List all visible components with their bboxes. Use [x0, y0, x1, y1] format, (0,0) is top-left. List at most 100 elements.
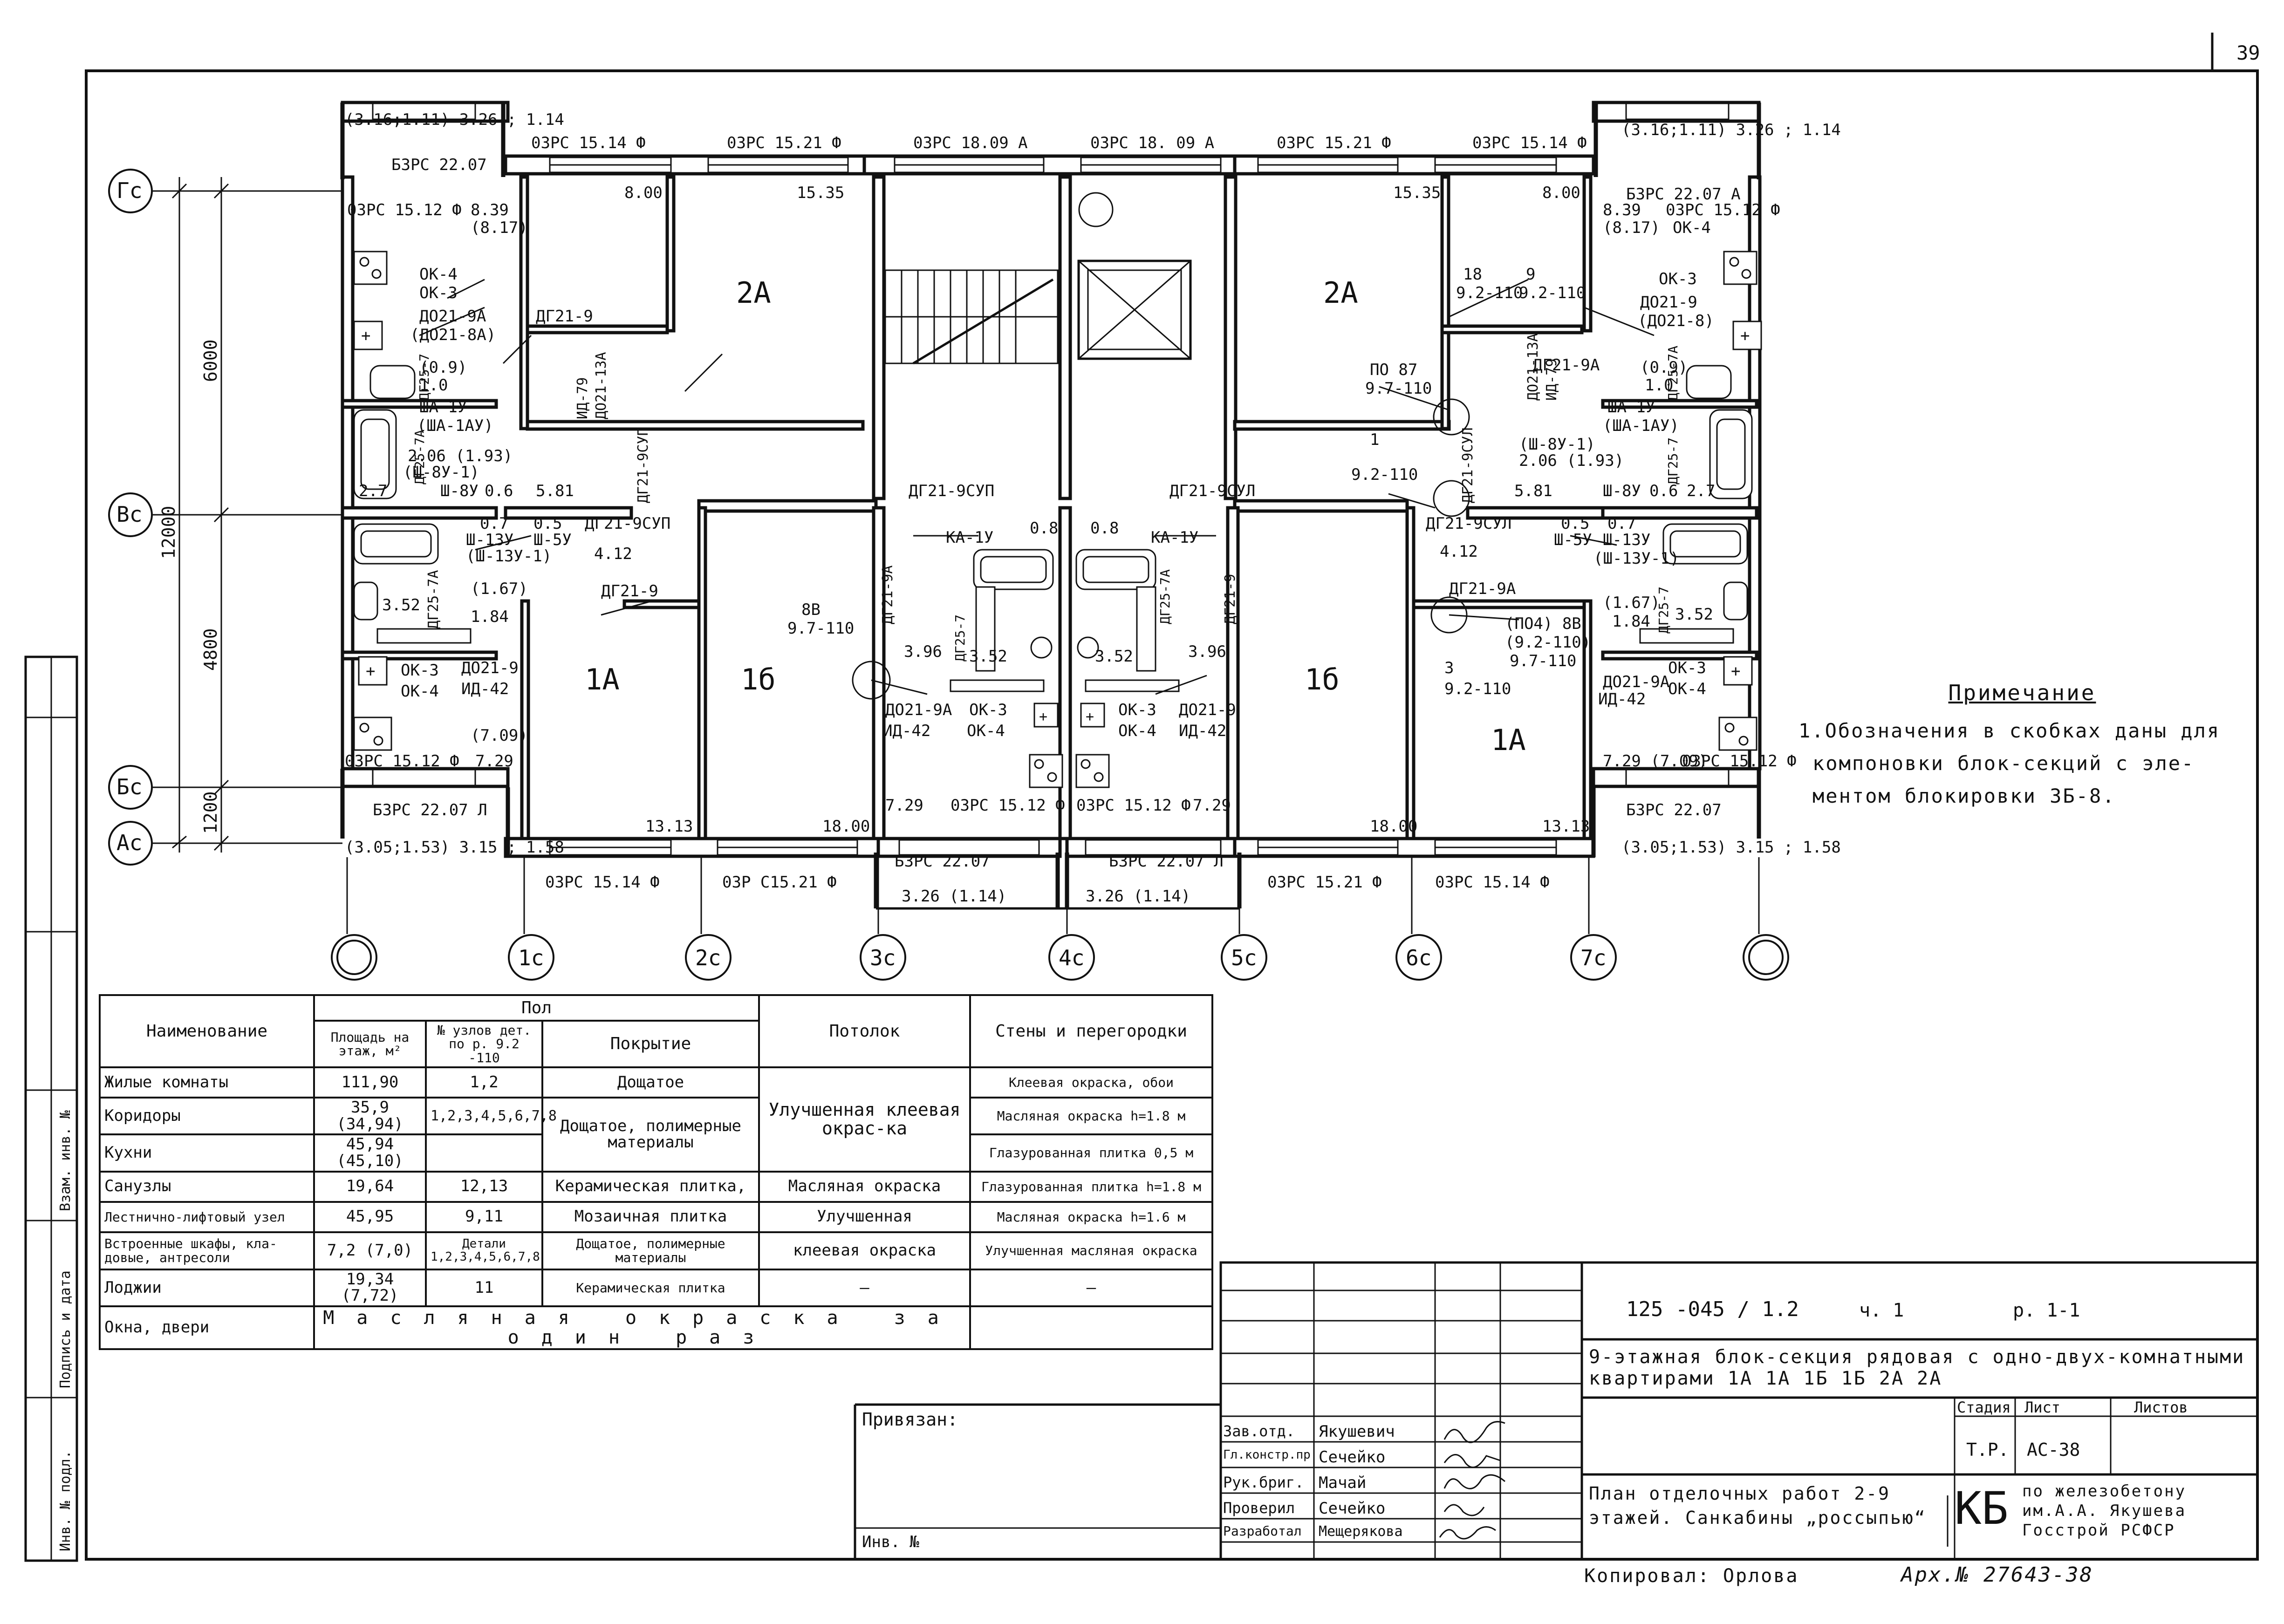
plan-annotation-label: 03РС 15.12 Ф [951, 796, 1065, 815]
axis-label: 7с [1580, 945, 1606, 970]
plan-annotation-label: (Ш-8У-1) [403, 463, 479, 482]
plan-annotation-label: 1.84 [471, 607, 509, 626]
note-line: ментом блокировки 3Б-8. [1812, 785, 2116, 807]
role-label: Гл.констр.пр [1223, 1448, 1311, 1462]
plan-annotation-label: ДО21-9 [461, 659, 519, 677]
plan-annotation-label: Б3РС 22.07 А [1626, 185, 1741, 204]
plan-annotation-label: ОК-4 [401, 682, 439, 701]
room-labels: 2А 2А 1А 1б 1б 1А [585, 276, 1526, 757]
note-heading: Примечание [1948, 680, 2096, 705]
plan-annotation-label: 8.00 [624, 184, 663, 202]
axis-label: Бс [116, 774, 142, 799]
header-ceiling: Потолок [758, 994, 971, 1068]
plan-annotation-label: ОК-3 [1668, 659, 1706, 677]
row-cover: Керамическая плитка [541, 1268, 760, 1308]
axis-label: 5с [1231, 945, 1257, 970]
plan-annotation-label: 0.6 [485, 482, 513, 500]
dim-middle: 4800 [200, 628, 221, 671]
plan-annotation-label: ДГ25-7 [1665, 437, 1681, 484]
archive-number: Арх.№ 27643-38 [1901, 1563, 2093, 1587]
room-2a-right: 2А [1323, 276, 1358, 310]
plan-annotation-label: 2.06 (1.93) [1519, 451, 1624, 470]
plan-annotation-label: 1.84 [1612, 612, 1650, 631]
row-area: 111,90 [313, 1066, 427, 1099]
stamp-replacement-inv: Взам. инв. № [57, 1110, 74, 1211]
plan-annotation-label: (Ш-8У-1) [1519, 435, 1595, 454]
plan-annotation-label: 3.52 [1675, 605, 1713, 624]
plan-annotation-label: (7.09) [471, 726, 528, 745]
plan-annotation-label: 9.2-110 [1456, 284, 1523, 302]
axis-label: Ас [116, 830, 142, 855]
plan-annotation-label: ДГ21-9А [1533, 356, 1600, 375]
plan-annotation-label: ДО21-13А [1525, 334, 1541, 401]
stamp-inv-original: Инв. № подл. [57, 1450, 74, 1551]
plan-annotation-label: (3.16;1.11) 3.26 ; 1.14 [345, 110, 564, 129]
plan-annotation-label: 18.00 [1370, 817, 1417, 836]
row-ceiling: Улучшенная клеевая окрас-ка [758, 1066, 971, 1173]
room-1a-right: 1А [1491, 723, 1526, 757]
plan-annotation-label: 8В [801, 600, 821, 619]
axis-left-Vs [108, 492, 153, 537]
binding-label: Привязан: [862, 1409, 958, 1430]
plan-annotation-label: ОК-3 [1118, 701, 1156, 719]
plan-annotation-label: ОК-3 [419, 284, 458, 302]
plan-annotation-label: 18 [1463, 265, 1482, 284]
plan-annotation-label: ОК-3 [1659, 270, 1697, 288]
plan-annotation-label: 5.81 [536, 482, 574, 500]
header-floor: Пол [313, 994, 760, 1022]
plan-annotation-label: 3.52 [382, 596, 420, 614]
plan-annotation-label: 3 [1444, 659, 1454, 677]
plan-annotation-label: (ПО4) 8В [1505, 614, 1581, 633]
plan-annotation-label: (ДО21-8) [1638, 312, 1714, 330]
stage-label: Стадия [1957, 1399, 2011, 1416]
header-cover: Покрытие [541, 1020, 760, 1068]
row-cover: Керамическая плитка, [541, 1170, 760, 1203]
plan-annotation-label: 0.8 [1090, 519, 1119, 538]
note-block: Примечание 1.Обозначения в скобках даны … [1798, 680, 2246, 812]
plan-annotation-label: Ш-13У [1603, 531, 1650, 549]
row-walls: Масляная окраска h=1.8 м [969, 1096, 1213, 1136]
svg-text:+: + [1731, 662, 1740, 681]
plan-annotation-label: 03РС 15.21 Ф [727, 134, 841, 152]
org-name: по железобетону им.А.А. Якушева Госстрой… [2022, 1482, 2187, 1540]
plan-annotation-label: ОК-4 [1673, 218, 1711, 237]
plan-annotation-label: (0.9) [419, 358, 467, 377]
row-ceiling: клеевая окраска [758, 1231, 971, 1270]
axis-bottom-4c [1048, 934, 1095, 981]
plan-annotation-label: Ш-8У [1603, 482, 1641, 500]
plan-annotation-label: 15.35 [797, 184, 844, 202]
axis-label: 6с [1406, 945, 1431, 970]
axis-left-Gs [108, 169, 153, 213]
row-name: Жилые комнаты [99, 1066, 315, 1099]
dimension-lines: 12000 6000 4800 1200 [158, 177, 235, 853]
role-label: Проверил [1223, 1499, 1295, 1517]
row-walls: Улучшенная масляная окраска [969, 1231, 1213, 1270]
page-number: 39 [2236, 41, 2260, 64]
plan-annotation-label: Ш-5У [533, 531, 572, 549]
project-code: 125 -045 / 1.2 [1626, 1297, 1799, 1321]
plan-annotation-label: ДО21-9 [1640, 293, 1697, 312]
header-area: Площадь на этаж, м² [313, 1020, 427, 1068]
plan-annotation-label: ИД-42 [461, 680, 509, 698]
role-label: Разработал [1223, 1523, 1302, 1539]
plan-annotation-label: 3.52 [969, 647, 1007, 666]
plan-annotation-label: ША-1У [1607, 398, 1655, 416]
plan-annotation-label: 7.29 [1193, 796, 1231, 815]
walls [340, 101, 1762, 910]
axis-label: 2с [695, 945, 721, 970]
plan-annotation-label: 03РС 15.21 Ф [1277, 134, 1391, 152]
plan-annotation-label: 4.12 [594, 545, 632, 563]
row-ceiling: Масляная окраска [758, 1170, 971, 1203]
axis-bottom-1c [508, 934, 554, 981]
plan-annotation-label: ДГ25-7А [1157, 569, 1173, 624]
axis-bottom-7c [1570, 934, 1617, 981]
row-walls: Глазурованная плитка 0,5 м [969, 1133, 1213, 1173]
plan-annotation-label: 3.26 (1.14) [902, 887, 1006, 906]
plan-annotation-label: ДО21-9А [419, 307, 486, 326]
plan-annotation-label: ДО21-9А [1603, 673, 1669, 691]
plan-annotation-label: ИД-42 [1179, 722, 1226, 740]
role-person: Мачай [1319, 1474, 1367, 1492]
plan-annotation-label: Ш-13У [466, 531, 513, 549]
plan-annotation-label: (1.67) [471, 580, 528, 598]
